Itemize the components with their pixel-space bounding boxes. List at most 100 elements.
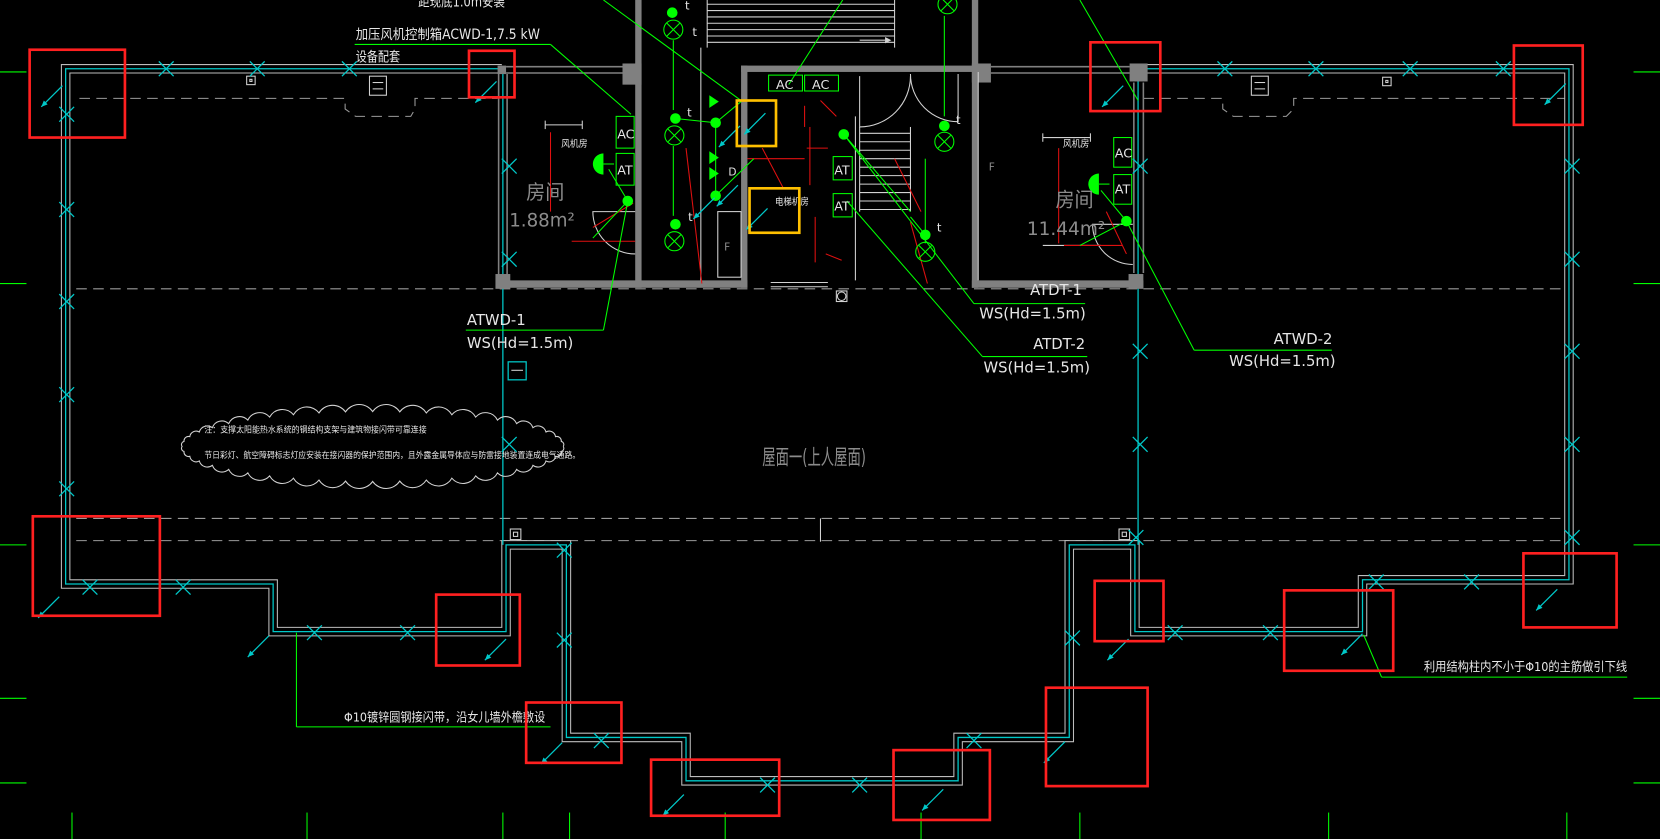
- lamp-symbol-icon: [915, 241, 936, 262]
- red-highlight-box: [1512, 44, 1585, 127]
- conductor-support-cross-icon: [1064, 630, 1081, 646]
- lamp-symbol-icon: [664, 231, 685, 252]
- device-box-icon: [1382, 76, 1392, 87]
- leader-line: [602, 200, 629, 331]
- lamp-symbol-icon: [666, 22, 681, 37]
- flag-symbol-icon: [709, 95, 719, 108]
- conductor-support-cross-icon: [1217, 60, 1233, 77]
- lamp-symbol-icon: [664, 125, 685, 146]
- conductor-support-cross-icon: [341, 60, 358, 77]
- wall-segment: [1129, 63, 1148, 82]
- stair-direction-arrow-icon: [885, 37, 892, 44]
- lamp-tag: t: [685, 0, 690, 13]
- leader-line: [1079, 220, 1127, 246]
- annotations: 距现底1.0m安装 加压风机控制箱ACWD-1,7.5 kW 设备配套 ATWD…: [344, 0, 1627, 725]
- shaft-tag: F: [989, 161, 995, 173]
- down-conductor-arrow-icon: [1107, 653, 1114, 661]
- lamp-symbol-icon: [918, 245, 933, 259]
- wall-segment: [622, 63, 642, 85]
- floor-drain-frame: [835, 290, 848, 303]
- room-area-left: 1.88m²: [509, 209, 575, 231]
- red-highlight-box: [524, 701, 623, 765]
- lamp-symbol-icon: [940, 0, 955, 11]
- leader-line: [843, 134, 975, 304]
- leader-line: [788, 0, 844, 85]
- label-atdt1-spec: WS(Hd=1.5m): [979, 305, 1085, 322]
- label-atwd2-spec: WS(Hd=1.5m): [1229, 353, 1335, 370]
- roof-area-label: 屋面一(上人屋面): [762, 444, 866, 469]
- wall-segment: [497, 65, 507, 75]
- conductor-support-cross-icon: [1564, 529, 1580, 546]
- label-down-conductor-note: 利用结构柱内不小于Φ10的主筋做引下线: [1424, 659, 1628, 674]
- lamp-symbol-icon: [934, 131, 955, 152]
- machine-room-label: 电梯机房: [775, 196, 809, 208]
- conductor-support-cross-icon: [249, 60, 266, 77]
- note-line-1: 注：支撑太阳能热水系统的钢结构支架与建筑物接闪带可靠连接: [204, 425, 427, 435]
- junction-dot-icon: [622, 195, 634, 207]
- conductor-support-cross-icon: [82, 579, 98, 596]
- panel-label-ac-core-2: AC: [812, 77, 829, 92]
- fan-symbol-icon: [592, 153, 604, 175]
- conductor-support-cross-icon: [306, 624, 323, 641]
- lightning-strip-conductor: [65, 68, 1570, 782]
- conductor-support-marks: [58, 60, 1580, 793]
- room-name-left: 房间: [526, 180, 564, 204]
- panel-label-at-right: AT: [1115, 182, 1131, 197]
- label-atdt2-spec: WS(Hd=1.5m): [984, 359, 1090, 376]
- red-wire: [761, 147, 784, 189]
- device-box-icon: [509, 528, 522, 541]
- leader-line: [592, 200, 629, 239]
- dashed-line: [1143, 97, 1565, 117]
- down-conductor-arrow-icon: [662, 809, 670, 816]
- conductor-support-cross-icon: [58, 201, 75, 218]
- revision-cloud-note: 注：支撑太阳能热水系统的钢结构支架与建筑物接闪带可靠连接 节日彩灯、航空障碍标志…: [180, 403, 580, 489]
- flag-symbol-icon: [709, 151, 719, 164]
- label-atdt1-name: ATDT-1: [1030, 282, 1082, 299]
- down-conductor-arrow-icon: [744, 128, 751, 135]
- roof-device-icon: [368, 75, 387, 96]
- roof-device-icon: [1250, 75, 1269, 96]
- yellow-focus-box: [735, 99, 778, 148]
- room-tag-right: 风机房: [1063, 138, 1089, 150]
- red-highlight-box: [1093, 579, 1165, 643]
- electrical-symbols: [592, 0, 1132, 262]
- red-highlight-box: [467, 49, 516, 99]
- conductor-support-cross-icon: [501, 158, 518, 174]
- panel-label-ac-core-1: AC: [776, 77, 793, 92]
- dashed-reference-lines: [76, 97, 1565, 542]
- panel-box-ac-left: [615, 115, 635, 149]
- conductor-support-cross-icon: [556, 632, 573, 648]
- door-swing: [859, 76, 911, 128]
- panel-label-at-core-1: AT: [834, 163, 850, 178]
- door-swing: [909, 74, 959, 123]
- focus-highlight-boxes: [735, 99, 801, 235]
- label-lightning-strip: Φ10镀锌圆钢接闪带，沿女儿墙外檐敷设: [344, 710, 545, 725]
- down-conductor-arrow-icon: [1544, 98, 1551, 105]
- dashed-line: [79, 97, 498, 117]
- panel-box-ac-core-1: [768, 74, 804, 92]
- conductor-support-cross-icon: [501, 251, 518, 268]
- conductor-support-cross-icon: [556, 542, 573, 559]
- red-wire: [909, 222, 928, 284]
- room-labels: 风机房 房间 1.88m² 风机房 房间 11.44m² 电梯机房 屋面一(上人…: [509, 138, 1105, 469]
- conductor-support-cross-icon: [1564, 158, 1580, 174]
- core-walls: [495, 0, 1148, 289]
- distribution-panels: AC AT AC AC AT AT AC AT: [615, 74, 1133, 218]
- panel-box-at-left: [615, 152, 635, 186]
- room-name-right: 房间: [1055, 187, 1093, 211]
- room-area-right: 11.44m²: [1027, 218, 1105, 240]
- junction-dot-icon: [670, 113, 681, 124]
- device-box-icon: [1118, 528, 1131, 541]
- device-box-icon: [1121, 531, 1127, 537]
- junction-box-icon: [507, 361, 527, 381]
- yellow-focus-box: [748, 187, 801, 235]
- down-conductor-arrow-icon: [1341, 648, 1348, 655]
- lamp-tag: t: [956, 113, 961, 127]
- door-swing: [592, 211, 636, 255]
- red-wire: [1105, 211, 1127, 255]
- conductor-support-cross-icon: [759, 777, 776, 793]
- lamp-tag: t: [688, 210, 693, 224]
- junction-dot-icon: [1121, 215, 1132, 227]
